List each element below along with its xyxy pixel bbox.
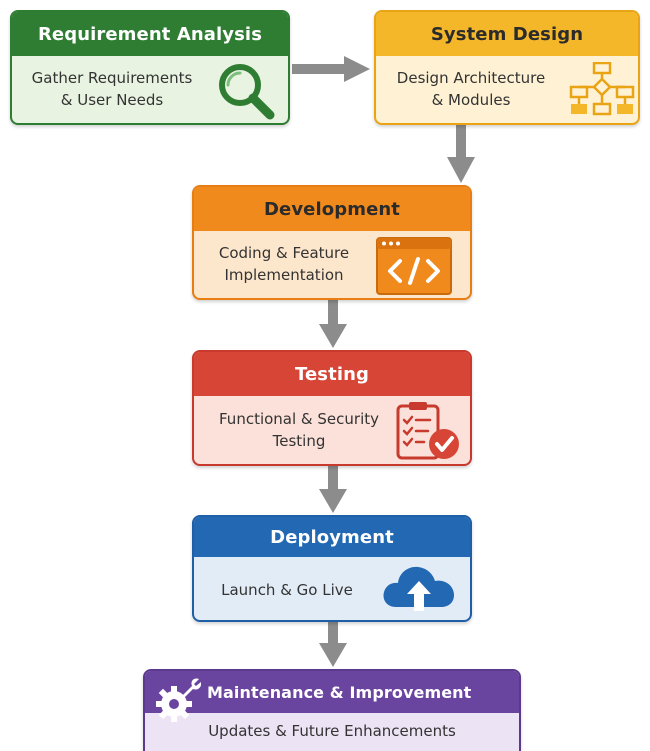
stage-title: Testing: [194, 352, 470, 396]
code-window-icon: [376, 237, 452, 295]
stage-title: Maintenance & Improvement: [145, 671, 519, 713]
stage-description: Coding & Feature Implementation: [218, 244, 350, 284]
stage-system-design: System Design Design Architecture & Modu…: [374, 10, 640, 125]
arrow-requirement-to-design: [292, 56, 370, 82]
flowchart-icon: [569, 62, 635, 116]
arrow-development-to-testing: [319, 300, 347, 348]
stage-body: Launch & Go Live: [194, 557, 470, 620]
checklist-icon: [396, 402, 459, 460]
stage-requirement-analysis: Requirement Analysis Gather Requirements…: [10, 10, 290, 125]
arrow-design-to-development: [447, 125, 475, 183]
stage-title: Deployment: [194, 517, 470, 557]
magnifying-glass-icon: [219, 64, 275, 120]
stage-testing: Testing Functional & Security Testing: [192, 350, 472, 466]
stage-body: Updates & Future Enhancements: [145, 678, 519, 751]
stage-title: Requirement Analysis: [12, 12, 288, 56]
cloud-upload-icon: [383, 566, 454, 611]
stage-development: Development Coding & Feature Implementat…: [192, 185, 472, 300]
stage-description: Gather Requirements & User Needs: [31, 69, 193, 109]
stage-description: Updates & Future Enhancements: [208, 722, 456, 740]
stage-description: Design Architecture & Modules: [396, 69, 546, 109]
stage-deployment: Deployment Launch & Go Live: [192, 515, 472, 622]
stage-description: Launch & Go Live: [221, 581, 353, 599]
gear-wrench-icon: [156, 678, 201, 722]
stage-title: System Design: [376, 12, 638, 56]
stage-body: Gather Requirements & User Needs: [12, 56, 288, 123]
stage-title: Development: [194, 187, 470, 231]
stage-body: Design Architecture & Modules: [376, 56, 638, 123]
stage-maintenance-improvement: Maintenance & Improvement Updates & Futu…: [143, 669, 521, 751]
stage-body: Functional & Security Testing: [194, 396, 470, 464]
arrow-testing-to-deployment: [319, 466, 347, 513]
stage-description: Functional & Security Testing: [219, 410, 379, 450]
arrow-deployment-to-maintenance: [319, 622, 347, 667]
stage-body: Coding & Feature Implementation: [194, 231, 470, 298]
